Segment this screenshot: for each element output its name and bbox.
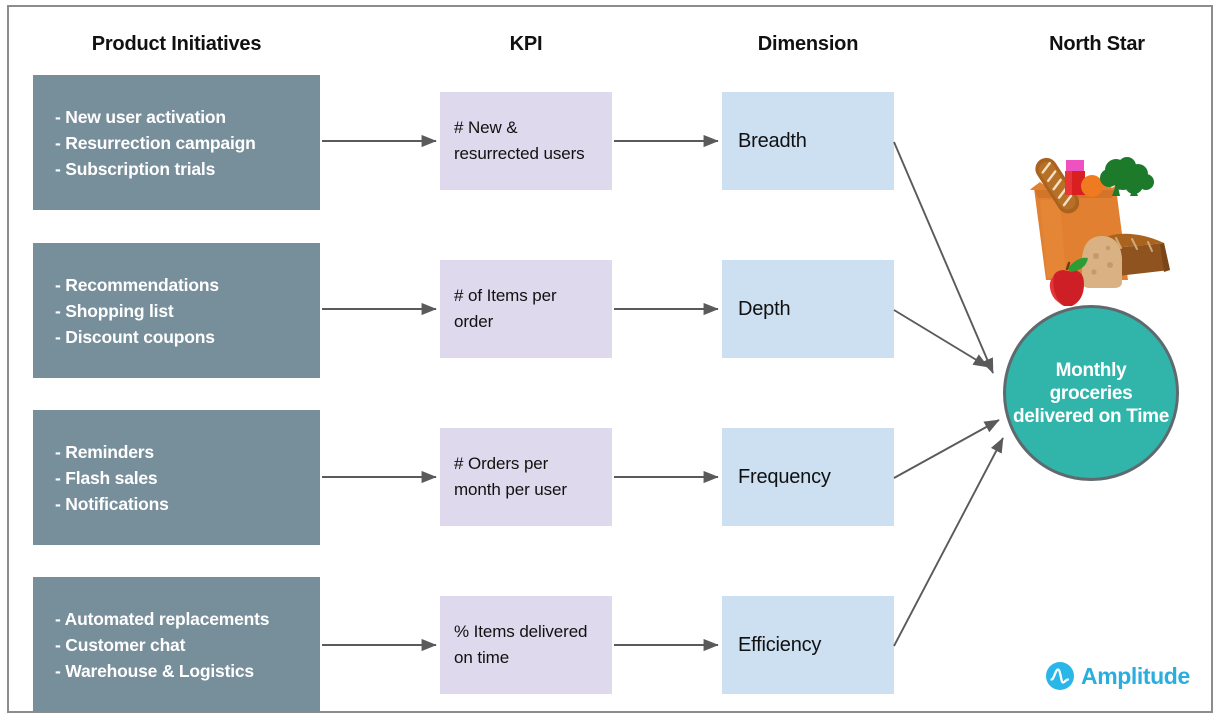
initiative-item: - Subscription trials (55, 158, 216, 179)
dimension-label: Breadth (738, 129, 807, 152)
column-header-north-star: North Star (1049, 33, 1145, 55)
dimension-label: Depth (738, 297, 791, 320)
kpi-box-4[interactable]: % Items delivered on time (440, 596, 612, 694)
initiative-item: - Notifications (55, 493, 169, 514)
initiative-item: - Flash sales (55, 467, 158, 488)
north-star-label: Monthly groceries delivered on Time (1012, 359, 1170, 427)
amplitude-wordmark: Amplitude (1081, 662, 1190, 689)
dimension-label: Efficiency (738, 633, 822, 656)
initiative-item: - Automated replacements (55, 608, 270, 629)
kpi-label: # of Items per order (454, 286, 557, 331)
dimension-box-4[interactable]: Efficiency (722, 596, 894, 694)
kpi-label: # New & resurrected users (454, 118, 585, 163)
kpi-box-3[interactable]: # Orders per month per user (440, 428, 612, 526)
dimension-box-2[interactable]: Depth (722, 260, 894, 358)
kpi-label: % Items delivered on time (454, 622, 588, 667)
initiative-item: - Shopping list (55, 300, 174, 321)
kpi-box-1[interactable]: # New & resurrected users (440, 92, 612, 190)
initiative-item: - Recommendations (55, 274, 219, 295)
initiative-item: - Reminders (55, 441, 154, 462)
dimension-label: Frequency (738, 465, 831, 488)
dimension-box-1[interactable]: Breadth (722, 92, 894, 190)
initiative-item: - Discount coupons (55, 326, 215, 347)
north-star-circle[interactable]: Monthly groceries delivered on Time (1003, 305, 1179, 481)
column-header-product-initiatives: Product Initiatives (91, 33, 262, 55)
kpi-box-2[interactable]: # of Items per order (440, 260, 612, 358)
initiative-box-3[interactable]: - Reminders - Flash sales - Notification… (33, 410, 320, 545)
initiative-box-2[interactable]: - Recommendations - Shopping list - Disc… (33, 243, 320, 378)
initiative-item: - Customer chat (55, 634, 186, 655)
initiative-box-4[interactable]: - Automated replacements - Customer chat… (33, 577, 320, 712)
amplitude-logo[interactable]: Amplitude (1046, 662, 1190, 690)
initiative-item: - New user activation (55, 106, 226, 127)
kpi-label: # Orders per month per user (454, 454, 567, 499)
initiative-box-1[interactable]: - New user activation - Resurrection cam… (33, 75, 320, 210)
grocery-bag-icon (1030, 157, 1170, 306)
column-header-kpi: KPI (509, 33, 543, 55)
initiative-item: - Resurrection campaign (55, 132, 256, 153)
column-header-dimension: Dimension (757, 33, 859, 55)
initiative-item: - Warehouse & Logistics (55, 660, 254, 681)
dimension-box-3[interactable]: Frequency (722, 428, 894, 526)
amplitude-logo-icon (1046, 662, 1074, 690)
